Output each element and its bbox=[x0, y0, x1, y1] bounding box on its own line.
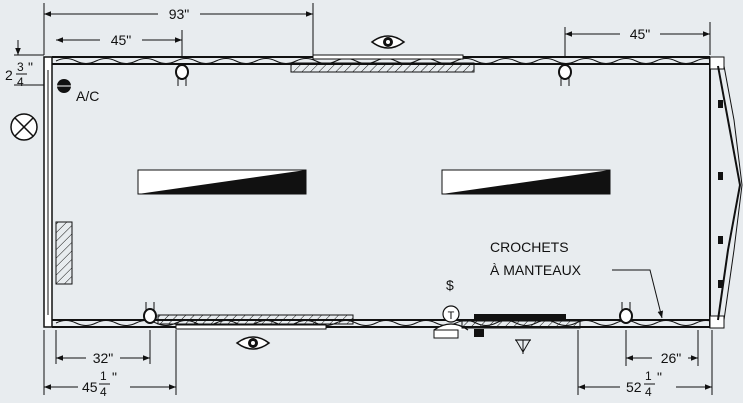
dim-top-right: 45" bbox=[564, 22, 711, 58]
svg-text:T: T bbox=[448, 310, 455, 322]
svg-text:1: 1 bbox=[100, 369, 107, 383]
svg-text:4: 4 bbox=[645, 385, 652, 399]
ground-symbol-icon bbox=[515, 339, 531, 354]
svg-text:4: 4 bbox=[100, 385, 107, 399]
dim-label-45-left: 45" bbox=[111, 32, 132, 48]
bottom-counter bbox=[461, 314, 581, 337]
left-panel bbox=[55, 221, 73, 285]
dim-bottom-right-total: 52 1 4 " bbox=[577, 330, 713, 399]
dim-label-45-bottom: 45 bbox=[82, 379, 98, 395]
eye-icon bbox=[235, 336, 271, 350]
svg-text:1: 1 bbox=[645, 369, 652, 383]
dim-label-32: 32" bbox=[93, 350, 114, 366]
coat-hook-icon bbox=[619, 302, 633, 324]
dim-top-total: 93" bbox=[43, 3, 314, 58]
dim-left-wall: 2 3 4 " bbox=[5, 40, 44, 89]
right-door-panels bbox=[717, 65, 743, 321]
ac-unit-icon: A/C bbox=[57, 79, 99, 104]
coat-hooks-label-2: À MANTEAUX bbox=[490, 262, 582, 278]
eye-icon bbox=[370, 35, 406, 49]
light-fixture-left bbox=[137, 169, 307, 195]
circle-x-icon bbox=[10, 113, 38, 141]
dim-label-26: 26" bbox=[661, 350, 682, 366]
coat-hooks-callout: CROCHETS À MANTEAUX bbox=[490, 239, 664, 319]
svg-text:": " bbox=[657, 369, 662, 385]
dim-label-whole: 2 bbox=[5, 67, 13, 83]
coat-hooks-label-1: CROCHETS bbox=[490, 239, 569, 255]
dim-bottom-left-total: 45 1 4 " bbox=[43, 330, 177, 399]
light-fixture-right bbox=[441, 169, 611, 195]
dim-label-52: 52 bbox=[626, 379, 642, 395]
dim-label-93: 93" bbox=[169, 6, 190, 22]
dim-label-45-right: 45" bbox=[630, 26, 651, 42]
svg-text:3: 3 bbox=[17, 60, 24, 74]
svg-text:": " bbox=[112, 369, 117, 385]
svg-text:": " bbox=[28, 59, 33, 75]
top-window bbox=[290, 54, 475, 73]
dim-bottom-left-inner: 32" bbox=[55, 330, 151, 366]
bottom-window bbox=[157, 314, 354, 330]
coat-hook-icon bbox=[143, 302, 157, 324]
ac-label: A/C bbox=[76, 88, 99, 104]
svg-text:4: 4 bbox=[17, 75, 24, 89]
thermostat-icon: T bbox=[433, 305, 469, 339]
dim-top-left: 45" bbox=[56, 30, 183, 58]
dollar-symbol: $ bbox=[446, 277, 454, 293]
coat-hook-icon bbox=[175, 64, 189, 86]
coat-hook-icon bbox=[558, 64, 572, 86]
dim-bottom-right-inner: 26" bbox=[625, 330, 699, 366]
